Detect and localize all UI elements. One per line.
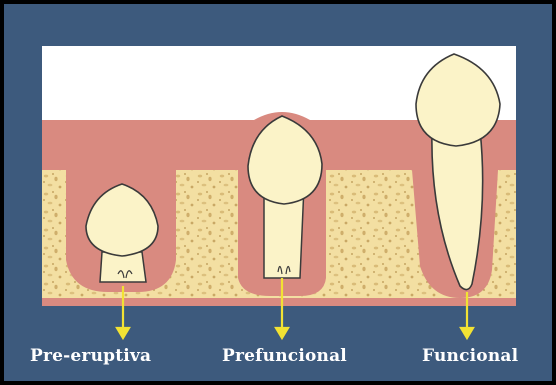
label-pre-eruptive: Pre-eruptiva bbox=[30, 346, 151, 366]
arrow-tails bbox=[42, 302, 516, 344]
label-functional: Funcional bbox=[422, 346, 518, 366]
tooth-eruption-illustration bbox=[42, 46, 516, 306]
diagram-panel: Pre-eruptiva Prefuncional Funcional bbox=[4, 4, 552, 381]
label-prefunctional: Prefuncional bbox=[222, 346, 347, 366]
